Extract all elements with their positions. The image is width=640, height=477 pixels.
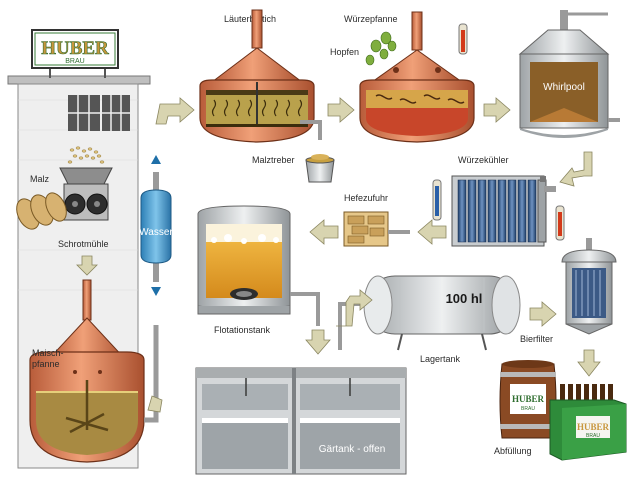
pipe-flotation-out	[290, 292, 320, 326]
label-malz: Malz	[30, 174, 50, 184]
label-maischpfanne-2: pfanne	[32, 359, 60, 369]
arrow-mash-up	[147, 395, 163, 413]
brand-sub: BRAU	[65, 58, 84, 65]
arrow-lager-to-filter	[529, 301, 557, 327]
label-bierfilter: Bierfilter	[520, 334, 553, 344]
label-wuerzekuehler: Würzekühler	[458, 155, 509, 165]
crate-sub: BRAU	[586, 433, 600, 439]
label-wasser: Wasser	[139, 227, 173, 238]
label-lauterbottich: Läuterbottich	[224, 14, 276, 24]
maischpfanne-vessel	[29, 279, 145, 463]
beer-barrel: HUBER BRAU	[499, 360, 557, 439]
bierfilter-vessel	[561, 238, 617, 335]
crate-brand: HUBER	[577, 422, 610, 432]
building-windows	[68, 95, 130, 131]
label-maischpfanne-1: Maisch-	[32, 348, 64, 358]
whirlpool-vessel: Whirlpool	[518, 10, 610, 138]
arrow-water-down	[151, 287, 161, 296]
beer-crate: HUBER BRAU	[549, 384, 627, 461]
yeast-feed-box	[343, 211, 410, 247]
arrow-flotation-to-gaer	[305, 329, 331, 355]
wuerzekuehler-cooler	[451, 175, 556, 247]
label-hefezufuhr: Hefezufuhr	[344, 193, 388, 203]
malt-grains	[67, 146, 105, 164]
arrow-lauter-to-wuerze	[327, 97, 355, 123]
barrel-sub: BRAU	[521, 406, 535, 412]
pipe-lauter-to-treber	[300, 120, 322, 140]
arrow-filter-to-bottling	[577, 349, 601, 377]
arrow-mill-to-mash	[76, 255, 98, 276]
wuerzepfanne-vessel	[359, 11, 475, 143]
arrow-water-up	[151, 155, 161, 164]
hops-plant	[365, 31, 397, 66]
arrow-wuerze-to-whirlpool	[483, 97, 511, 123]
malt-mill	[59, 167, 113, 221]
arrow-cooler-to-yeast	[417, 219, 447, 245]
label-volume: 100 hl	[446, 291, 483, 306]
label-hopfen: Hopfen	[330, 47, 359, 57]
arrow-yeast-to-flotation	[309, 219, 339, 245]
huber-brau-sign: HUBER BRAU	[31, 29, 119, 78]
flotationstank-vessel	[197, 205, 291, 315]
label-whirlpool: Whirlpool	[543, 82, 585, 93]
label-abfuellung: Abfüllung	[494, 446, 532, 456]
brand-name: HUBER	[41, 38, 109, 59]
label-malztreber: Malztreber	[252, 155, 295, 165]
label-schrotmuehle: Schrotmühle	[58, 239, 109, 249]
thermometer-wuerze	[458, 23, 468, 55]
malt-sacks	[16, 192, 67, 230]
lagertank-vessel: 100 hl	[363, 275, 521, 351]
label-gaertank: Gärtank - offen	[319, 444, 386, 455]
lauterbottich-vessel	[199, 9, 315, 143]
arrow-into-lauter	[155, 97, 195, 125]
gaertank-offen	[195, 367, 407, 475]
malztreber-bucket	[305, 154, 335, 183]
label-flotationstank: Flotationstank	[214, 325, 271, 335]
thermometer-cooler-right	[555, 205, 565, 241]
water-tank: Wasser	[139, 172, 173, 282]
arrow-into-lagertank	[336, 289, 373, 327]
arrow-whirlpool-to-cooler	[559, 151, 593, 187]
barrel-brand: HUBER	[512, 394, 545, 404]
pipe-mash-to-lauter	[144, 325, 159, 423]
label-lagertank: Lagertank	[420, 354, 461, 364]
label-wuerzepfanne: Würzepfanne	[344, 14, 398, 24]
thermometer-cooler-left	[432, 179, 442, 221]
